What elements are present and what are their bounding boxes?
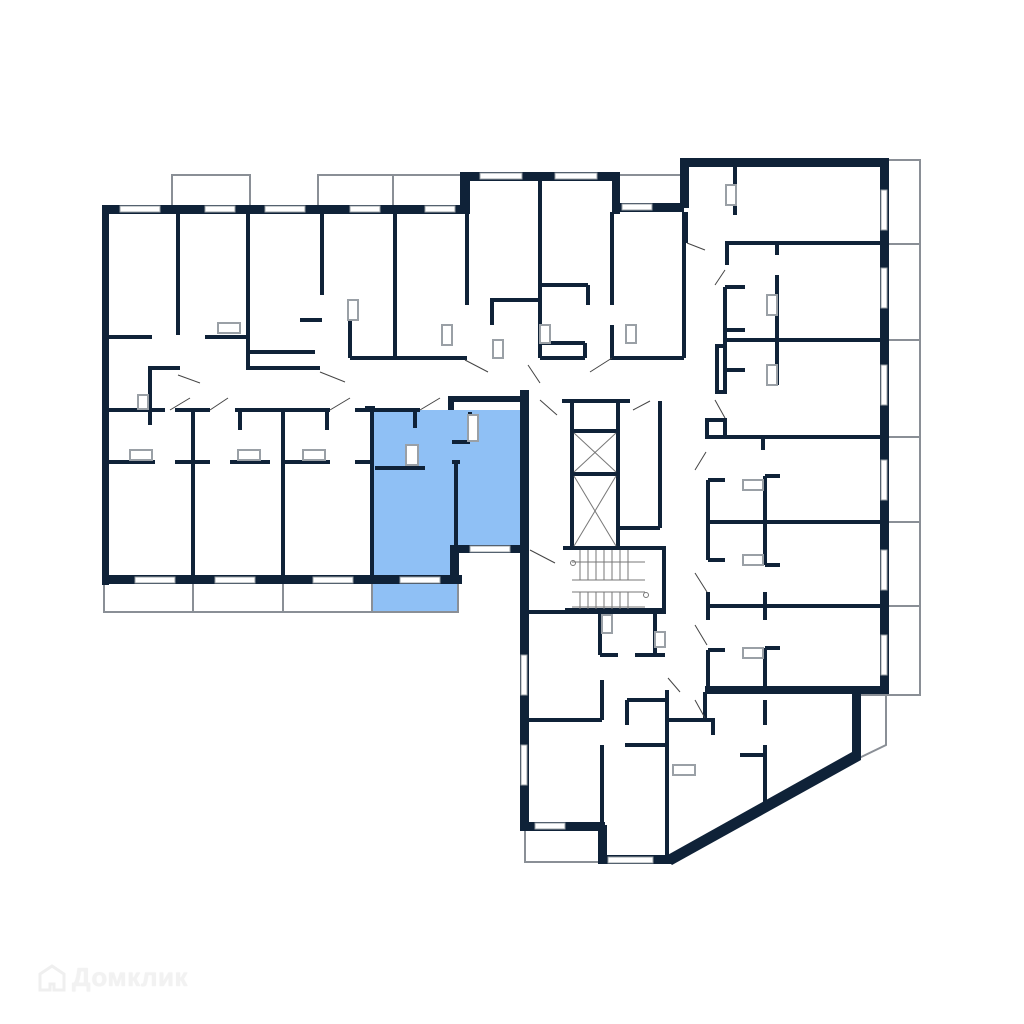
elevator-shafts [573,432,617,547]
house-logo-icon [38,963,66,991]
windows [119,172,888,864]
watermark: Домклик [38,962,188,993]
interior-walls [108,167,885,855]
staircase [570,550,649,609]
bathroom-fixtures [129,184,778,776]
doors [169,242,726,719]
balconies-bottom [103,580,887,863]
watermark-text: Домклик [72,962,188,992]
